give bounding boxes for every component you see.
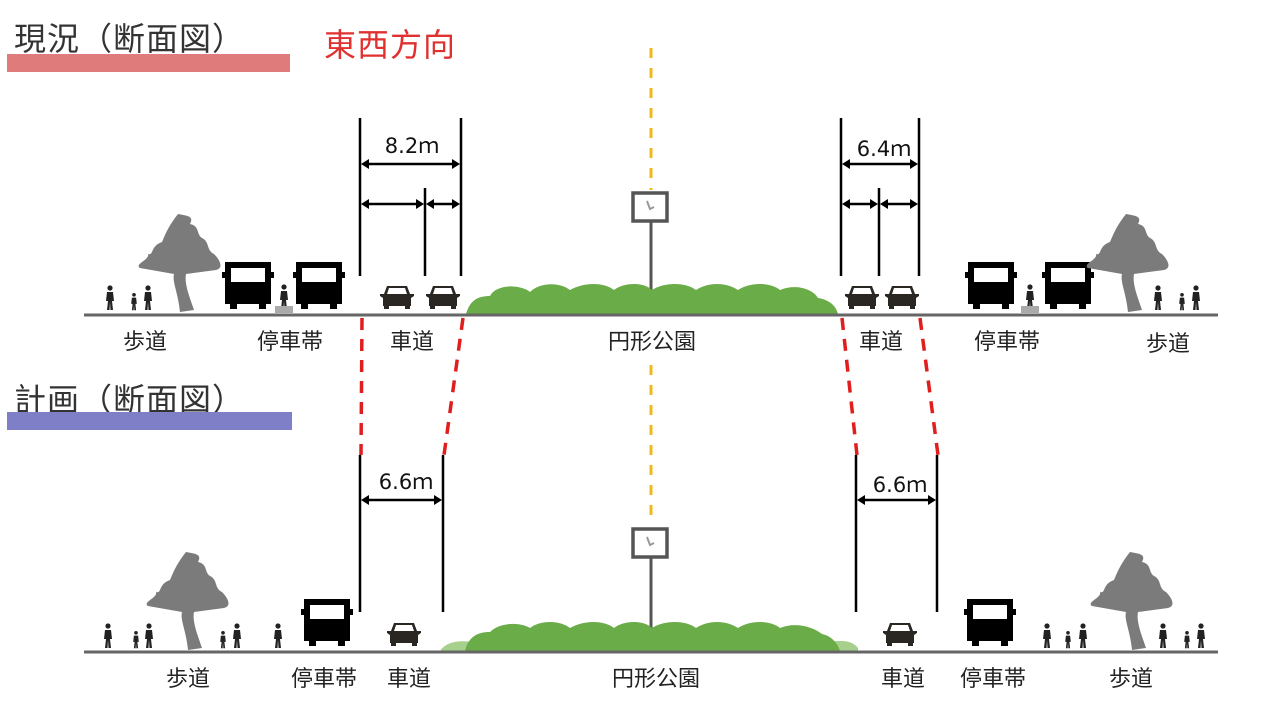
curb-block [1021, 306, 1039, 313]
bus-icon [293, 262, 345, 309]
pedestrian-icon [1197, 623, 1205, 648]
plan-left-width: 6.6ｍ [378, 470, 434, 494]
current-title-bar [7, 54, 290, 72]
current-left-width: 8.2ｍ [384, 134, 440, 158]
pedestrian-icon [1154, 285, 1162, 310]
pedestrian-icon [1079, 623, 1087, 648]
pedestrian-icon [131, 292, 137, 311]
plan-label-sidewalk-right: 歩道 [1108, 667, 1154, 692]
current-label-sidewalk-right: 歩道 [1145, 332, 1191, 357]
current-label-roadway-left: 車道 [389, 330, 435, 355]
clock-icon [631, 191, 669, 223]
plan-label-sidewalk-left: 歩道 [165, 667, 211, 692]
current-section-title: 現況（断面図） [14, 20, 246, 58]
current-label-parking-left: 停車帯 [256, 330, 324, 355]
car-icon [883, 623, 917, 646]
pedestrian-icon [104, 623, 112, 648]
dimension-left-plan [358, 455, 445, 612]
car-icon [845, 286, 879, 309]
pedestrian-icon [274, 623, 282, 648]
dimension-right-current [839, 118, 921, 276]
clock-icon [631, 527, 669, 559]
current-label-sidewalk-left: 歩道 [122, 330, 168, 355]
transition-lines [359, 317, 940, 456]
pedestrian-icon [280, 284, 288, 309]
plan-label-park: 円形公園 [611, 667, 701, 692]
plan-label-roadway-right: 車道 [880, 667, 926, 692]
bus-icon [1042, 262, 1094, 309]
pedestrian-icon [1192, 285, 1200, 310]
hedge-plan [440, 622, 858, 651]
dimension-right-plan [854, 455, 939, 612]
pedestrian-icon [133, 630, 139, 649]
pedestrian-icon [1179, 292, 1185, 311]
pedestrian-icon [144, 285, 152, 310]
curb-block [275, 306, 293, 313]
dimension-left-current [358, 118, 463, 276]
car-icon [885, 286, 919, 309]
current-label-park: 円形公園 [607, 330, 697, 355]
pedestrian-icon [145, 623, 153, 648]
car-icon [387, 623, 421, 646]
current-right-width: 6.4ｍ [856, 137, 912, 161]
direction-label: 東西方向 [324, 26, 457, 64]
bus-icon [222, 262, 274, 309]
pedestrian-icon [233, 623, 241, 648]
tree-icon [146, 552, 229, 650]
pedestrian-icon [1065, 630, 1071, 649]
pedestrian-icon [1184, 630, 1190, 649]
plan-right-width: 6.6ｍ [872, 473, 928, 497]
plan-label-parking-right: 停車帯 [959, 667, 1027, 692]
plan-title-bar [7, 412, 292, 430]
bus-icon [965, 262, 1017, 309]
pedestrian-icon [1026, 284, 1034, 309]
current-label-roadway-right: 車道 [858, 330, 904, 355]
pedestrian-icon [1159, 623, 1167, 648]
hedge-current [466, 284, 838, 314]
plan-label-parking-left: 停車帯 [290, 667, 358, 692]
current-label-parking-right: 停車帯 [973, 330, 1041, 355]
pedestrian-icon [220, 630, 226, 649]
plan-label-roadway-left: 車道 [386, 667, 432, 692]
bus-icon [301, 599, 353, 646]
car-icon [426, 286, 460, 309]
pedestrian-icon [1043, 623, 1051, 648]
pedestrian-icon [106, 285, 114, 310]
car-icon [380, 286, 414, 309]
bus-icon [964, 599, 1016, 646]
